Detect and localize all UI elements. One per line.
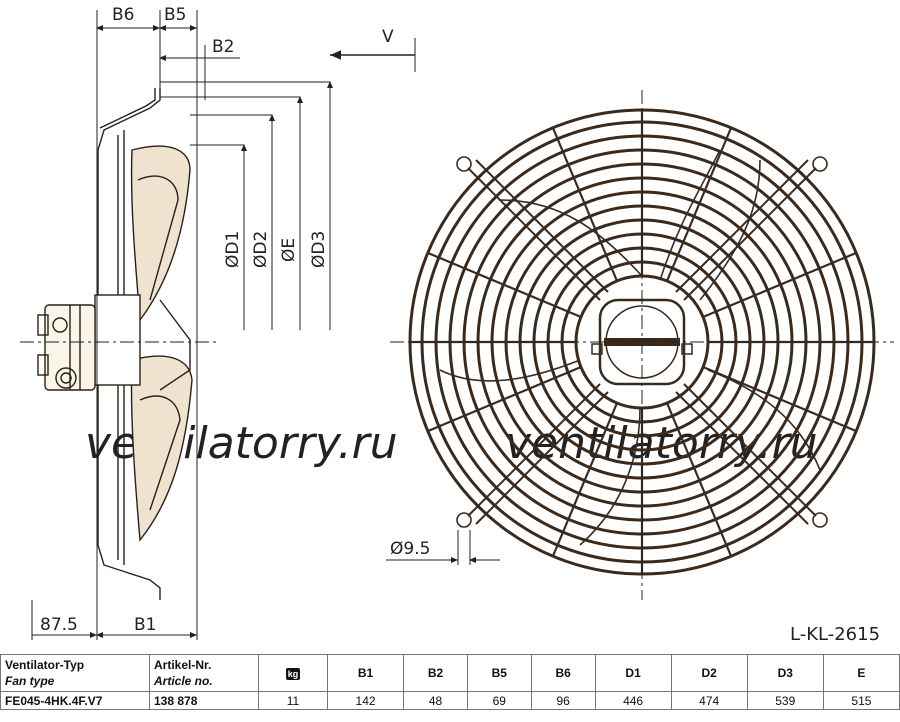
cell-b6: 96	[530, 691, 596, 710]
cell-weight: 11	[258, 691, 328, 710]
table-row: FE045-4HK.4F.V7 138 878 11 142 48 69 96 …	[0, 691, 900, 710]
col-b1: B1	[326, 654, 405, 692]
col-fan-type-en: Fan type	[5, 674, 55, 688]
dim-b5: B5	[164, 5, 186, 25]
cell-d1: 446	[594, 691, 672, 710]
dim-b2: B2	[212, 37, 234, 57]
side-dimensions	[20, 10, 416, 640]
col-article-de: Artikel-Nr.	[154, 658, 212, 672]
dim-d3: ØD3	[309, 231, 329, 268]
cell-e: 515	[822, 691, 900, 710]
weight-icon: kg	[285, 668, 301, 680]
col-weight: kg	[258, 654, 328, 692]
cell-b2: 48	[403, 691, 468, 710]
col-b5: B5	[466, 654, 532, 692]
dim-b6: B6	[112, 5, 134, 25]
col-d2: D2	[670, 654, 748, 692]
cell-b1: 142	[326, 691, 405, 710]
fan-dimension-drawing: ventilatorry.ru ventilatorry.ru	[20, 5, 894, 645]
spec-header-row: Ventilator-Typ Fan type Artikel-Nr. Arti…	[0, 654, 900, 692]
col-b6: B6	[530, 654, 596, 692]
front-dimensions	[386, 90, 894, 600]
col-fan-type: Ventilator-Typ Fan type	[0, 654, 150, 692]
drawing-code: L-KL-2615	[790, 624, 880, 645]
col-fan-type-de: Ventilator-Typ	[5, 658, 85, 672]
dim-e: ØE	[279, 238, 299, 262]
cell-article: 138 878	[149, 691, 259, 710]
cell-d2: 474	[670, 691, 748, 710]
dim-b1: B1	[134, 615, 156, 635]
col-b2: B2	[403, 654, 468, 692]
col-d1: D1	[594, 654, 672, 692]
col-article: Artikel-Nr. Article no.	[149, 654, 259, 692]
side-view	[37, 88, 193, 600]
cell-d3: 539	[746, 691, 824, 710]
col-d3: D3	[746, 654, 824, 692]
dim-view: V	[382, 27, 394, 47]
col-e: E	[822, 654, 900, 692]
spec-table: Ventilator-Typ Fan type Artikel-Nr. Arti…	[0, 654, 900, 710]
col-article-en: Article no.	[154, 674, 213, 688]
cell-b5: 69	[466, 691, 532, 710]
cell-type: FE045-4HK.4F.V7	[0, 691, 150, 710]
dim-d1: ØD1	[223, 231, 243, 268]
dim-d2: ØD2	[251, 231, 271, 268]
dim-hole: Ø9.5	[390, 539, 430, 559]
dim-side-offset: 87.5	[40, 615, 78, 635]
